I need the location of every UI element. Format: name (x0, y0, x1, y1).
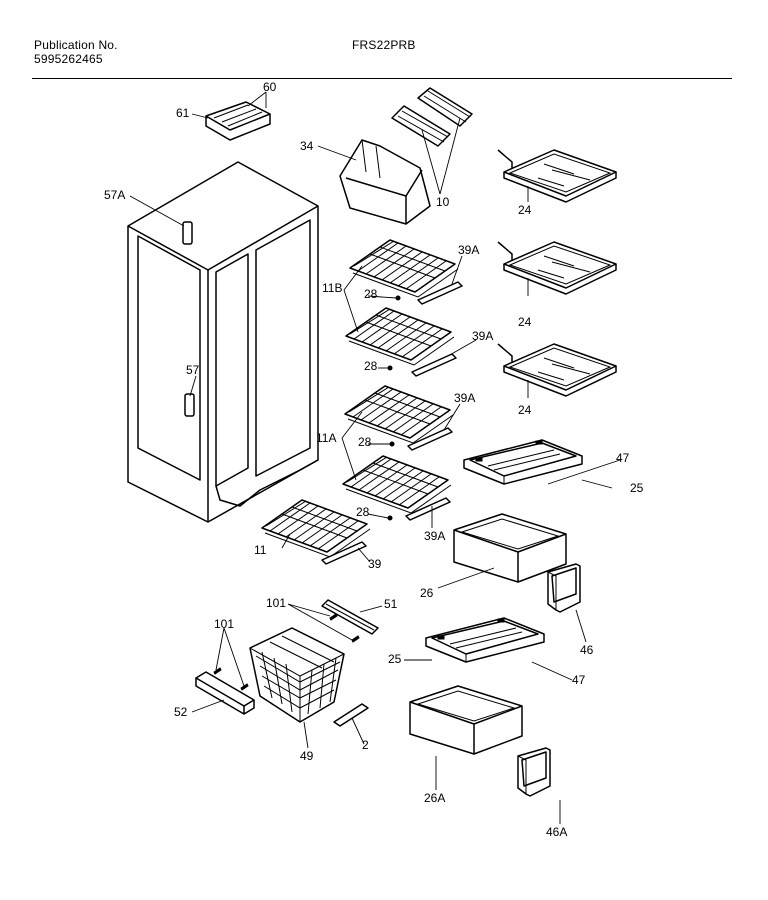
cabinet (127, 161, 319, 523)
callout-11B: 11B (322, 281, 342, 295)
callout-57: 57 (186, 363, 200, 377)
screws-101 (213, 613, 360, 691)
callout-101-a: 101 (266, 596, 286, 610)
callout-101-b: 101 (214, 617, 234, 631)
part-24-glass-shelf-2 (497, 241, 617, 295)
callout-60: 60 (263, 80, 277, 94)
part-61-bracket (205, 101, 271, 141)
callout-28-c: 28 (358, 435, 372, 449)
part-51-rail (321, 599, 379, 635)
callout-24-b: 24 (518, 315, 532, 329)
callout-11A: 11A (316, 431, 336, 445)
callout-47-b: 47 (572, 673, 586, 687)
callout-51: 51 (384, 597, 398, 611)
leader-lines (129, 91, 621, 824)
callout-28-b: 28 (364, 359, 378, 373)
callout-39A-d: 39A (424, 529, 445, 543)
part-2-rail (333, 703, 369, 727)
part-24-glass-shelf-3 (497, 343, 617, 397)
callout-57A: 57A (104, 188, 125, 202)
part-25-crisper-cover-2 (425, 617, 545, 663)
part-46-drawer-front (547, 563, 581, 613)
callout-26: 26 (420, 586, 434, 600)
callout-49: 49 (300, 749, 314, 763)
part-49-wire-basket (249, 627, 345, 723)
part-10-ice-trays (391, 87, 473, 147)
callout-26A: 26A (424, 791, 445, 805)
part-11B-wire-shelf-2 (345, 307, 455, 366)
callout-labels: 60 61 34 10 57A 24 39A 11B 28 24 39A 28 … (104, 80, 644, 839)
callout-24-a: 24 (518, 203, 532, 217)
callout-39A-a: 39A (458, 243, 479, 257)
callout-61: 61 (176, 106, 190, 120)
callout-47-a: 47 (616, 451, 630, 465)
part-52-bracket (195, 671, 255, 715)
callout-2: 2 (362, 738, 369, 752)
callout-39: 39 (368, 557, 382, 571)
callout-25-a: 25 (630, 481, 644, 495)
part-34-bin (339, 139, 431, 225)
callout-46A: 46A (546, 825, 567, 839)
part-46A-drawer-front (517, 747, 551, 797)
callout-39A-b: 39A (472, 329, 493, 343)
callout-25-b: 25 (388, 652, 402, 666)
callout-39A-c: 39A (454, 391, 475, 405)
callout-28-a: 28 (364, 287, 378, 301)
shelf-trims (321, 281, 463, 565)
part-24-glass-shelf-1 (497, 149, 617, 203)
header-rule (32, 78, 732, 79)
publication-label: Publication No. (34, 38, 118, 52)
callout-46: 46 (580, 643, 594, 657)
publication-number: 5995262465 (34, 52, 103, 66)
part-26A-crisper-drawer (409, 685, 523, 755)
callout-11: 11 (254, 543, 267, 557)
part-25-crisper-cover-1 (463, 439, 583, 485)
callout-52: 52 (174, 705, 188, 719)
callout-10: 10 (436, 195, 450, 209)
callout-24-c: 24 (518, 403, 532, 417)
model-number: FRS22PRB (352, 38, 416, 52)
callout-28-d: 28 (356, 505, 370, 519)
callout-34: 34 (300, 139, 314, 153)
